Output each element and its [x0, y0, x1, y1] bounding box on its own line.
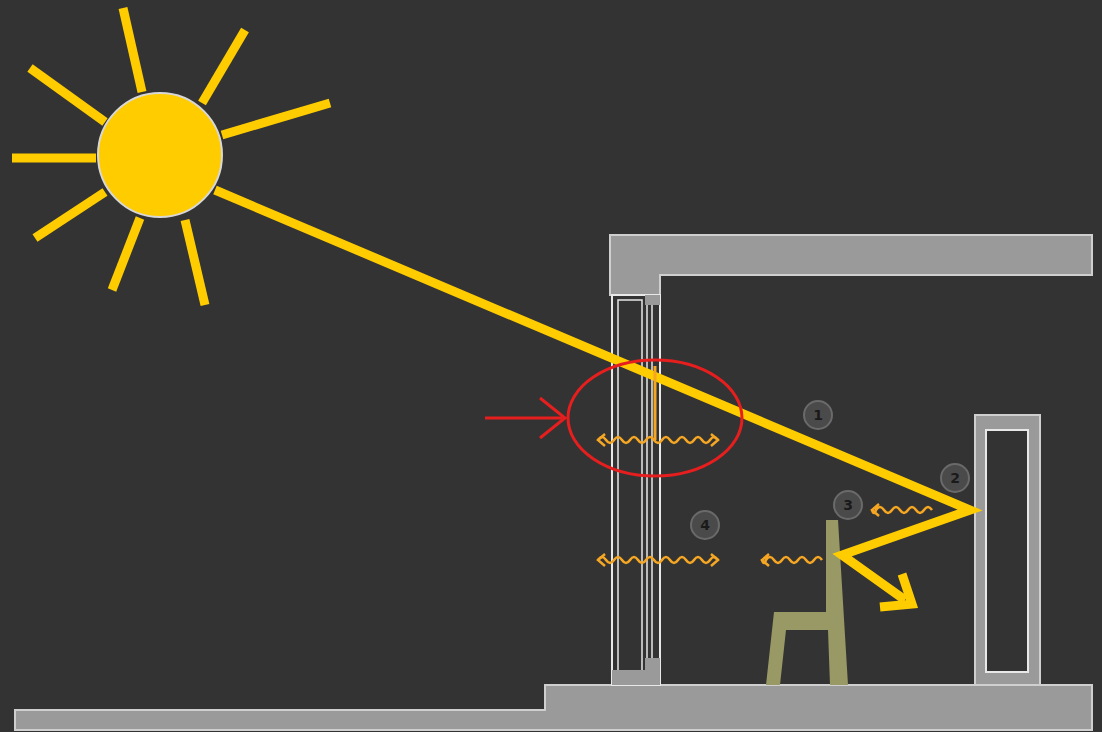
wave-arrowhead	[598, 434, 718, 446]
heat-wave	[598, 437, 718, 443]
heat-wave	[872, 504, 932, 516]
heat-wave	[598, 557, 718, 563]
wave-arrowhead	[598, 554, 718, 566]
callout-number: 2	[942, 465, 968, 491]
heat-wave	[762, 554, 822, 566]
callout-number: 3	[835, 492, 861, 518]
callout-number: 4	[692, 512, 718, 538]
callout-number: 1	[805, 402, 831, 428]
